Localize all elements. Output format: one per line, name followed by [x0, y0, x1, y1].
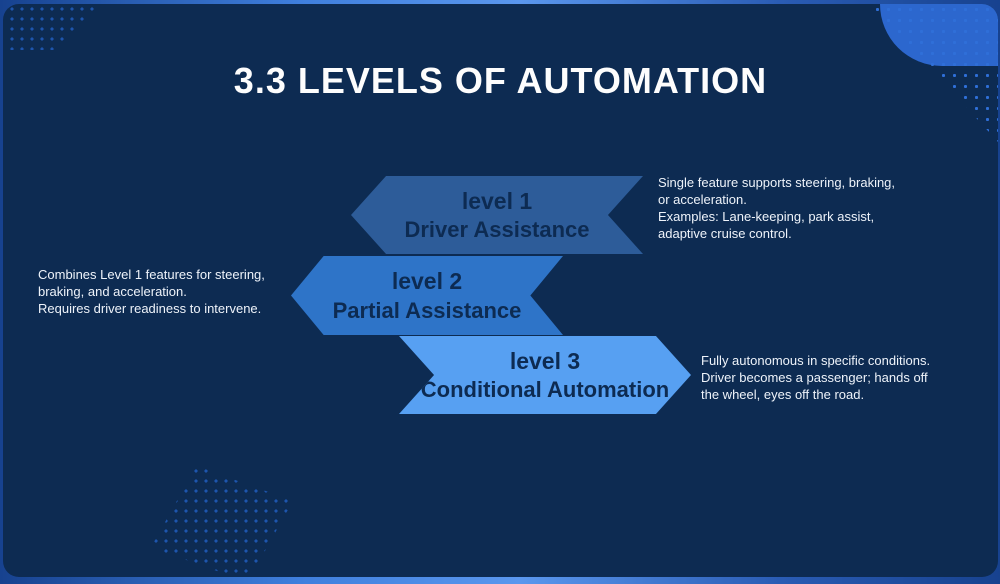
banner-level-2-name: Partial Assistance [332, 297, 522, 323]
banner-level-3-label: level 3 [509, 347, 581, 374]
banner-level-2-label: level 2 [391, 268, 463, 295]
banner-level-1-label: level 1 [461, 187, 533, 214]
banner-level-3: level 3 Conditional Automation [399, 336, 691, 414]
slide-background: 3.3 LEVELS OF AUTOMATION level 1 Driver … [3, 4, 998, 577]
banner-level-1: level 1 Driver Assistance [351, 176, 643, 254]
note-level-1: Single feature supports steering, brakin… [658, 175, 896, 241]
banner-level-2: level 2 Partial Assistance [291, 256, 563, 335]
note-level-3: Fully autonomous in specific conditions.… [701, 353, 931, 402]
dot-pattern-top-left-icon [7, 4, 99, 50]
note-level-2: Combines Level 1 features for steering, … [38, 267, 265, 316]
slide-title: 3.3 LEVELS OF AUTOMATION [233, 60, 768, 101]
dot-pattern-bottom-left-icon [151, 466, 293, 577]
banner-level-3-name: Conditional Automation [420, 377, 670, 403]
banner-level-1-name: Driver Assistance [404, 217, 590, 243]
